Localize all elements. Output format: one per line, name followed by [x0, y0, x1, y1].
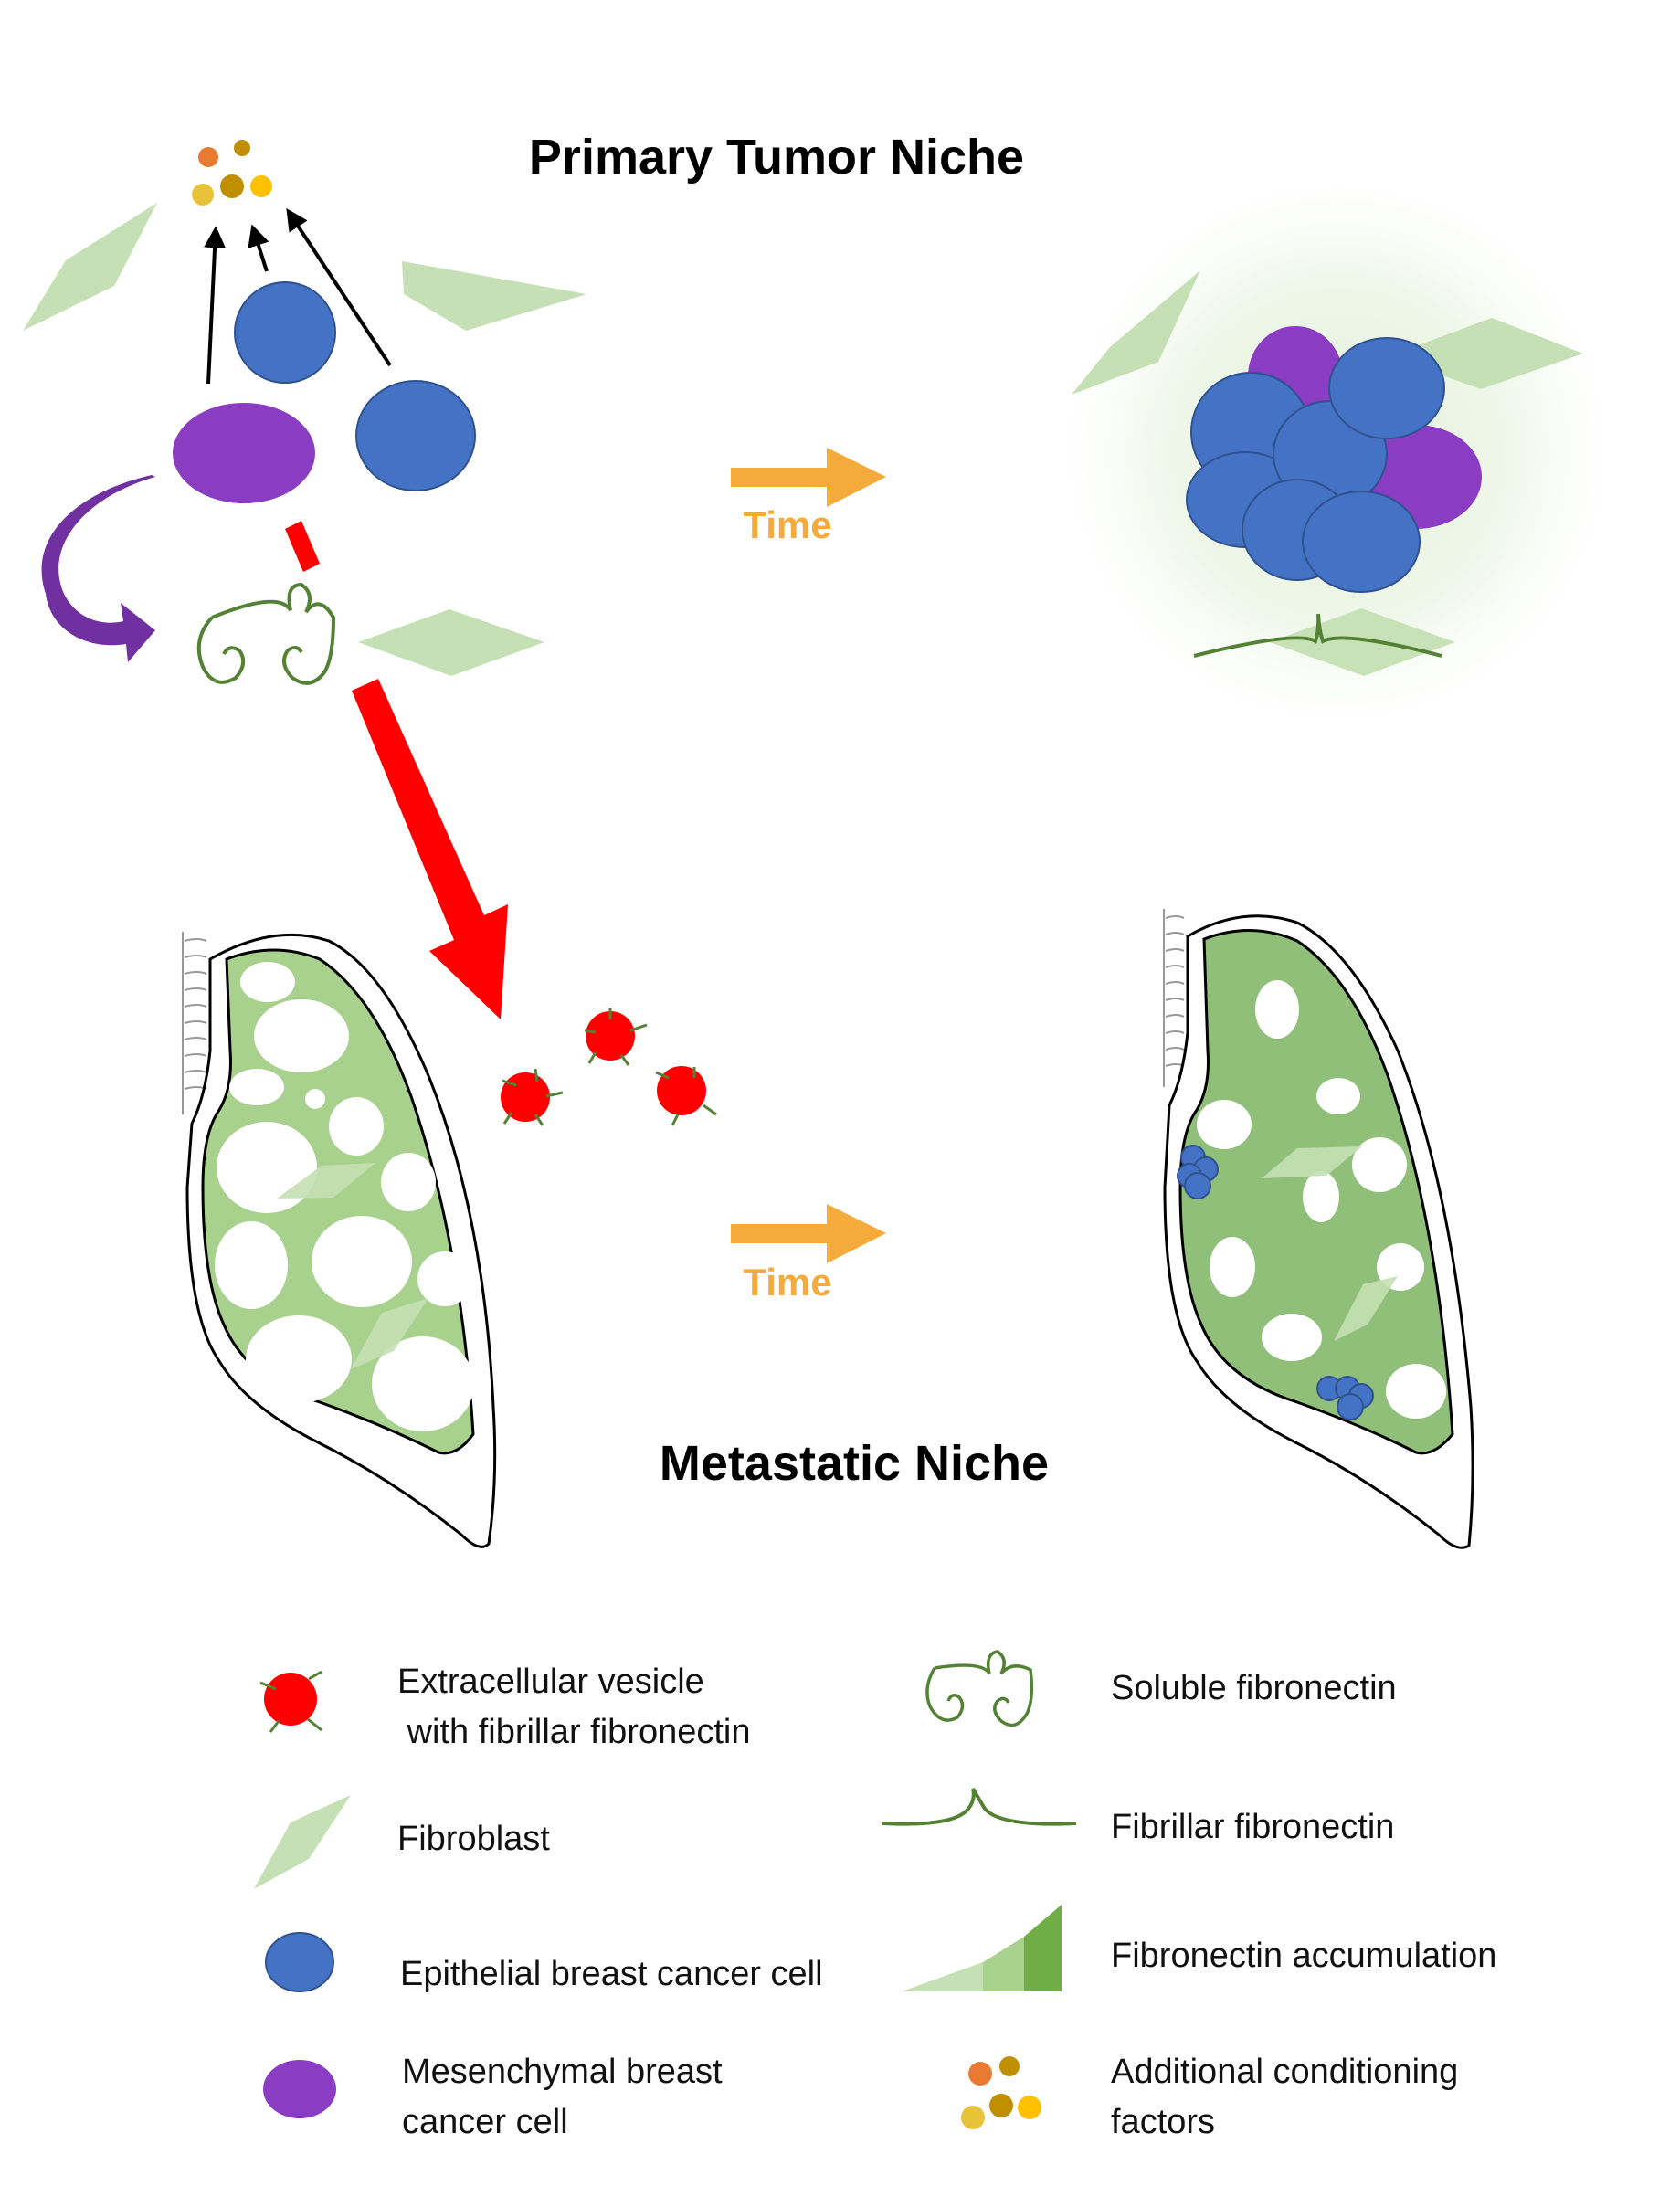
time-arrow-bottom: Time [731, 1204, 886, 1304]
fibroblast-shape [358, 609, 544, 676]
legend-fibrillar-fibronectin-icon [882, 1787, 1077, 1826]
red-dash [285, 521, 320, 572]
legend-mesenchymal-icon [263, 2060, 336, 2118]
secretion-arrow [204, 226, 227, 385]
legend-fibroblast-icon [254, 1795, 351, 1889]
lung-pleura [185, 933, 497, 1548]
legend-fn-accumulation-icon [902, 1905, 1062, 1991]
fibroblast-shape [351, 1298, 428, 1369]
legend-vesicle-icon [259, 1670, 322, 1733]
fibroblast-shape [23, 203, 157, 331]
primary-tumor-left [23, 140, 586, 1019]
fibroblast-shape [1270, 608, 1455, 676]
legend-fn-accumulation-label: Fibronectin accumulation [1111, 1937, 1496, 1975]
extracellular-vesicles [501, 1008, 717, 1126]
epithelial-cell [1328, 337, 1445, 439]
metastatic-niche-title: Metastatic Niche [660, 1436, 1049, 1491]
legend-epithelial-label: Epithelial breast cancer cell [400, 1955, 823, 1993]
trachea [182, 932, 207, 1114]
fibroblast-shape [1072, 270, 1200, 395]
soluble-fibronectin [196, 582, 336, 685]
legend-epithelial-icon [265, 1932, 334, 1992]
epithelial-cell [234, 281, 336, 384]
legend-conditioning-label-1: Additional conditioning [1111, 2053, 1458, 2091]
conditioning-factors [192, 140, 272, 206]
secretion-arrow [248, 224, 269, 272]
fibrillar-fibronectin [1193, 613, 1442, 658]
mesenchymal-cell [173, 403, 315, 503]
fibroblast-shape [1334, 1276, 1398, 1341]
lung-late [1163, 909, 1474, 1549]
vesicle [655, 1066, 717, 1126]
alveoli [1197, 980, 1446, 1419]
fibroblast-shape [402, 261, 586, 331]
vesicle [501, 1068, 564, 1126]
legend-mesenchymal-label-2: cancer cell [402, 2103, 568, 2141]
legend-soluble-fibronectin-icon [925, 1650, 1034, 1727]
legend-conditioning-icon [961, 2056, 1041, 2129]
vesicle [584, 1008, 648, 1066]
metastatic-cluster [1316, 1376, 1374, 1420]
time-arrow-top: Time [731, 448, 886, 546]
time-label-top: Time [743, 503, 831, 546]
fibroblast-shape [277, 1163, 375, 1199]
legend-vesicle-label-1: Extracellular vesicle [397, 1663, 704, 1701]
legend-conditioning-label-2: factors [1111, 2103, 1215, 2141]
epithelial-cell [355, 380, 476, 491]
primary-niche-title: Primary Tumor Niche [529, 130, 1024, 185]
legend-fibrillar-fibronectin-label: Fibrillar fibronectin [1111, 1808, 1394, 1846]
epithelial-cell [1302, 491, 1421, 593]
legend-vesicle-label-2: with fibrillar fibronectin [397, 1713, 750, 1751]
vesicle-release-arrow [352, 679, 508, 1019]
lung-early [182, 932, 497, 1548]
legend-mesenchymal-label-1: Mesenchymal breast [402, 2053, 723, 2091]
legend-soluble-fibronectin-label: Soluble fibronectin [1111, 1669, 1397, 1707]
secretion-arrow [286, 207, 392, 367]
metastatic-cluster [1177, 1145, 1219, 1199]
lung-pleura [1163, 914, 1474, 1549]
fibroblast-shape [1262, 1146, 1362, 1178]
emt-curved-arrow [41, 475, 155, 662]
legend: Extracellular vesicle with fibrillar fib… [254, 1650, 1496, 2141]
trachea [1163, 909, 1185, 1087]
time-label-bottom: Time [743, 1261, 831, 1304]
legend-fibroblast-label: Fibroblast [397, 1820, 550, 1858]
primary-tumor-right [1046, 160, 1631, 744]
